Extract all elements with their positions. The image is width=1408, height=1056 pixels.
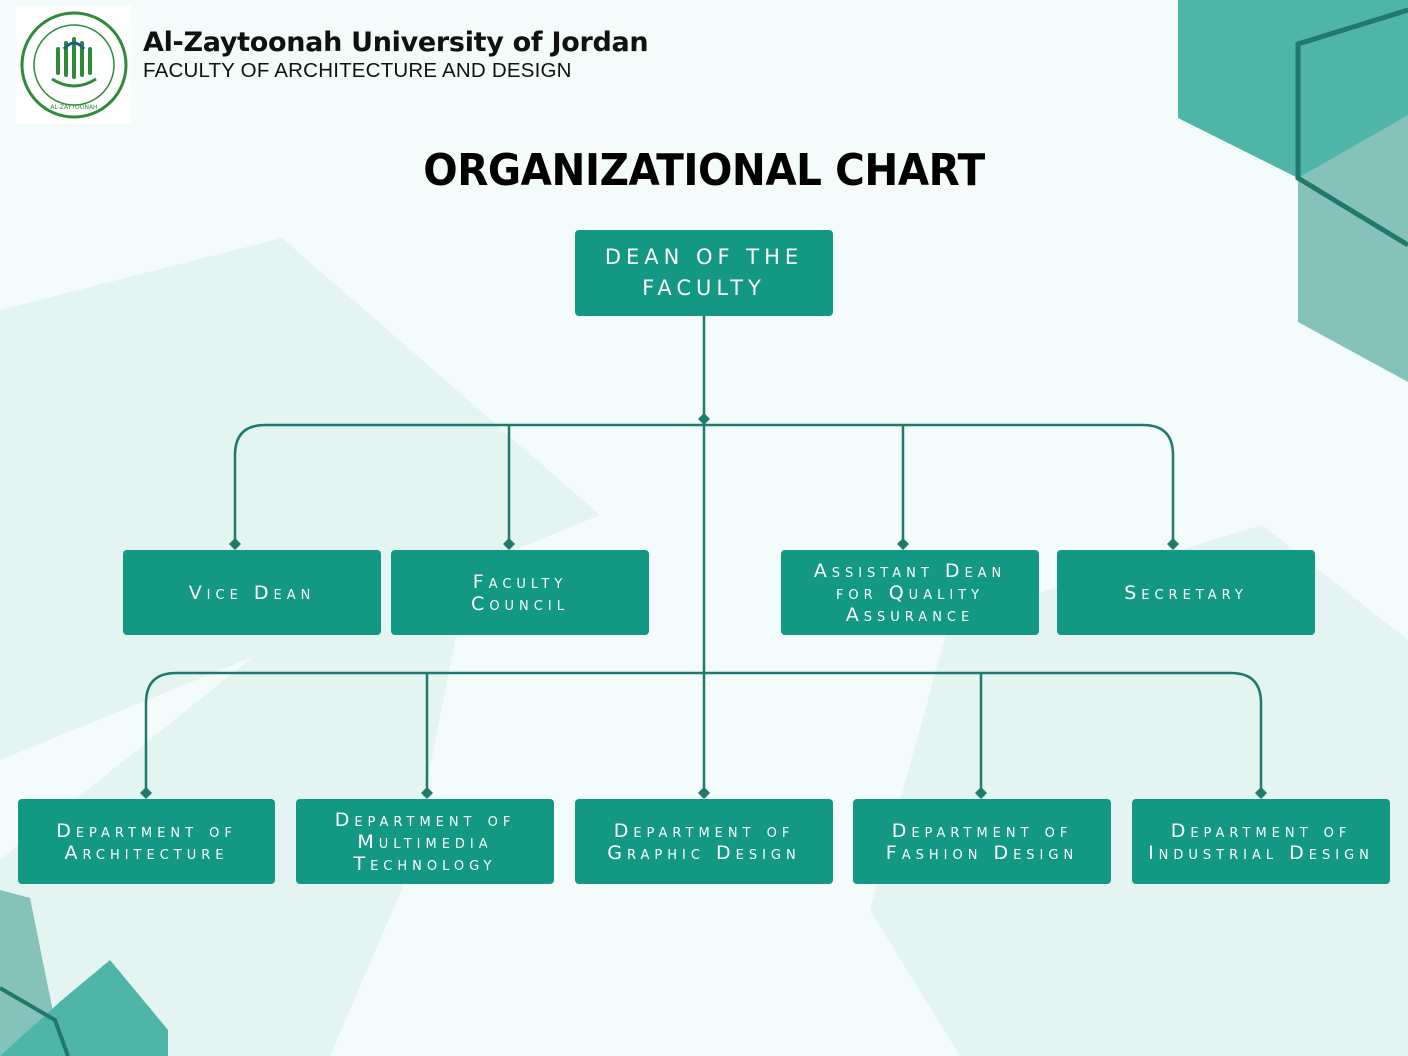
chart-title: ORGANIZATIONAL CHART bbox=[423, 145, 985, 196]
node-dean: DEAN OF THE FACULTY bbox=[575, 230, 833, 316]
node-dept-industrial-design: Department of Industrial Design bbox=[1132, 799, 1390, 884]
svg-text:AL-ZAYTOONAH: AL-ZAYTOONAH bbox=[50, 104, 97, 111]
node-assistant-dean-quality: Assistant Dean for Quality Assurance bbox=[781, 550, 1039, 635]
university-name: Al-Zaytoonah University of Jordan bbox=[143, 27, 649, 58]
node-dept-graphic-design: Department of Graphic Design bbox=[575, 799, 833, 884]
node-dept-fashion-design: Department of Fashion Design bbox=[853, 799, 1111, 884]
node-dept-architecture: Department of Architecture bbox=[18, 799, 275, 884]
node-vice-dean: Vice Dean bbox=[123, 550, 381, 635]
node-dept-multimedia: Department of Multimedia Technology bbox=[296, 799, 554, 884]
header: AL-ZAYTOONAH Al-Zaytoonah University of … bbox=[16, 6, 649, 124]
node-secretary: Secretary bbox=[1057, 550, 1315, 635]
faculty-name: FACULTY OF ARCHITECTURE AND DESIGN bbox=[143, 59, 572, 82]
node-faculty-council: Faculty Council bbox=[391, 550, 649, 635]
university-seal-icon: AL-ZAYTOONAH bbox=[20, 11, 127, 119]
university-logo: AL-ZAYTOONAH bbox=[16, 6, 131, 124]
